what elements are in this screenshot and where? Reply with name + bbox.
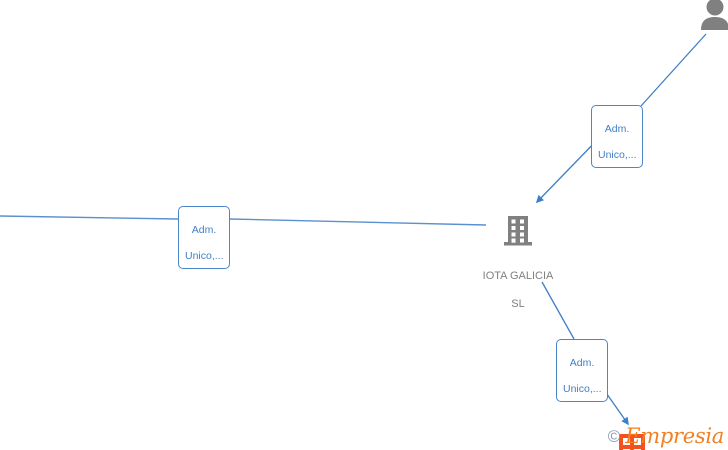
edge-label-left[interactable]: Adm. Unico,... [178, 206, 230, 269]
edge-label-bottom-right-line-1: Adm. [569, 357, 595, 369]
node-label-line-2: SL [511, 298, 525, 310]
brand-name: Empresia [625, 424, 724, 448]
edge-label-left-line-1: Adm. [191, 224, 217, 236]
edge-person-to-center-segment-2 [535, 136, 601, 204]
copyright-icon: © [607, 427, 621, 446]
node-label-line-1: IOTA GALICIA [482, 270, 554, 282]
edge-label-top-right-line-2: Unico,... [598, 149, 637, 161]
edge-center-to-company [541, 281, 575, 340]
node-label-iota-galicia-sl: IOTA GALICIA SL [448, 255, 588, 311]
edge-label-top-right[interactable]: Adm. Unico,... [591, 105, 643, 168]
edge-label-bottom-right-line-2: Unico,... [563, 383, 602, 395]
edge-label-left-line-2: Unico,... [185, 250, 224, 262]
edge-label-bottom-right[interactable]: Adm. Unico,... [556, 339, 608, 402]
company-building-icon[interactable] [500, 214, 536, 250]
watermark-empresia: © Empresia [607, 424, 725, 448]
edge-left-to-center-segment-2 [229, 218, 487, 226]
edge-left-to-center [0, 215, 179, 220]
person-silhouette-icon[interactable] [700, 0, 728, 30]
edge-label-top-right-line-1: Adm. [604, 123, 630, 135]
node-person-top-right[interactable] [700, 0, 728, 30]
edge-person-to-center [640, 33, 707, 107]
